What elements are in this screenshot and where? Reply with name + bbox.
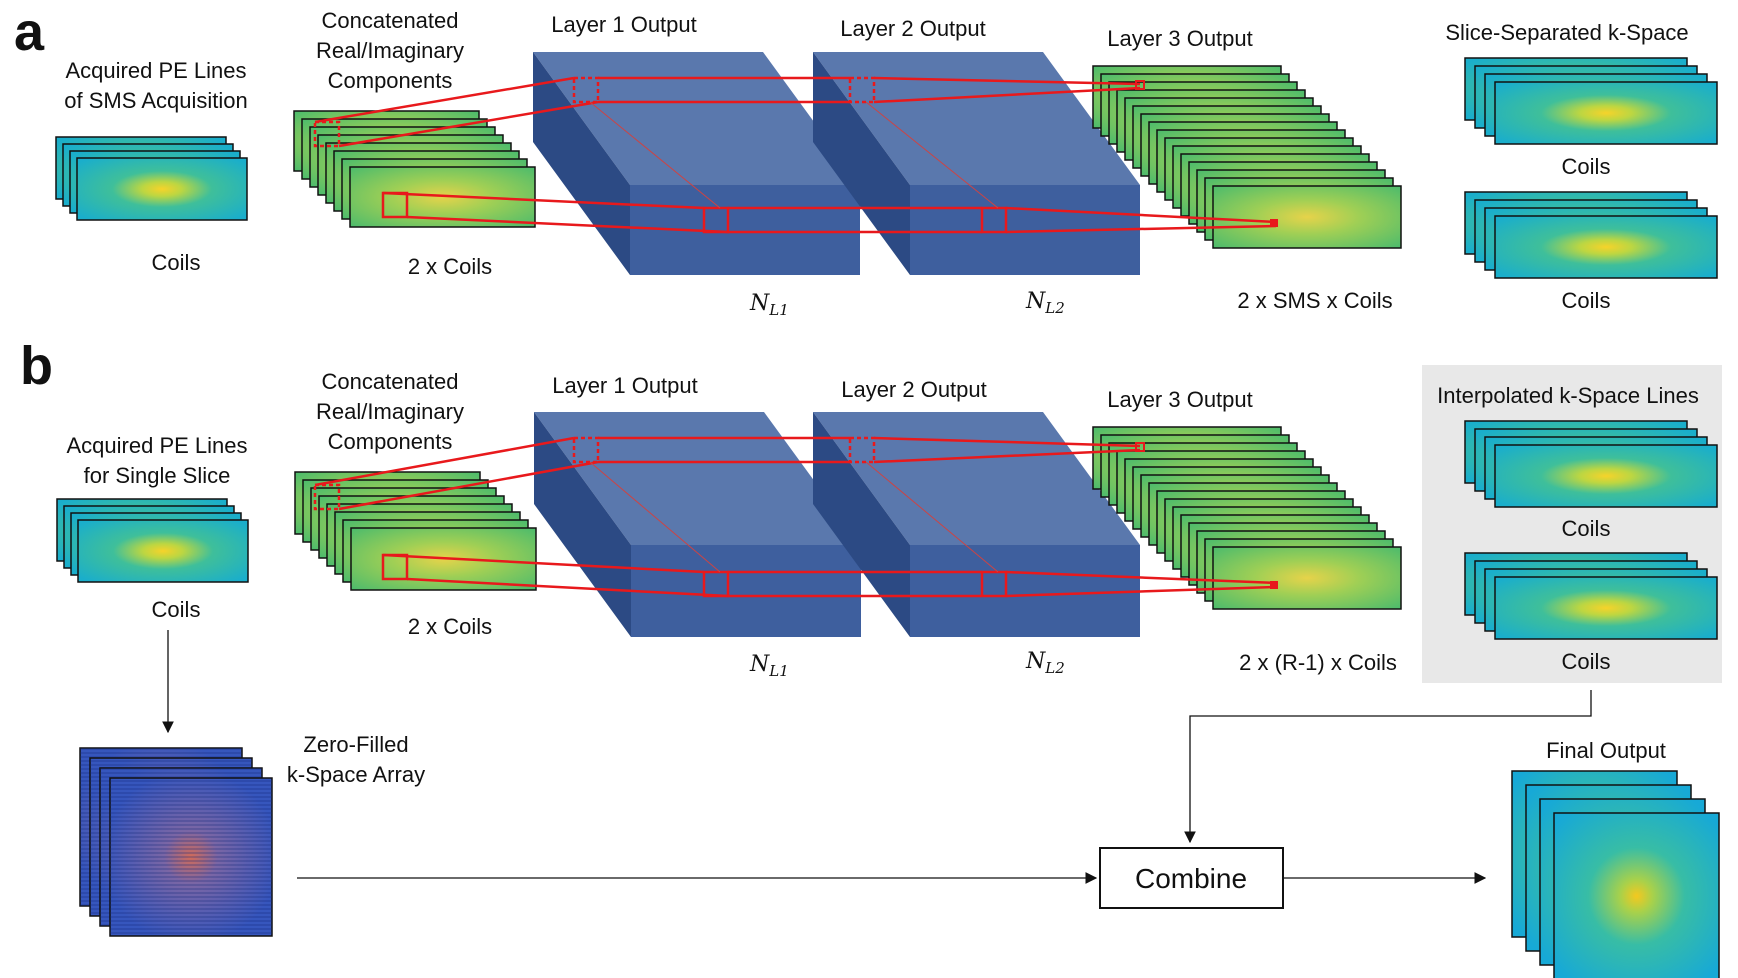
- panel-b-layer2-title: Layer 2 Output: [841, 377, 987, 402]
- panel-b-input-stack-plane: [77, 519, 249, 583]
- combine-block: Combine: [1099, 847, 1284, 909]
- panel-a-n1: NL1: [749, 291, 789, 319]
- panel-a-input-stack: [55, 136, 248, 221]
- panel-b-layer2-block: [813, 412, 1140, 637]
- panel-b-output-stack-2: [1464, 552, 1718, 640]
- panel-a-layer1-title: Layer 1 Output: [551, 12, 697, 37]
- panel-a-layer3-stack: [1092, 65, 1402, 249]
- panel-b-output-stack-2-plane: [1494, 576, 1718, 640]
- panel-b-output-label-2: Coils: [1562, 649, 1611, 674]
- panel-a-layer3-stack-plane: [1212, 185, 1402, 249]
- panel-a-output-stack-1-plane: [1494, 81, 1718, 145]
- panel-b-output-stack-1: [1464, 420, 1718, 508]
- panel-a-input-stack-plane: [76, 157, 248, 221]
- panel-b-zero-filled-stack-plane-stripes: [110, 778, 272, 936]
- panel-b-output-pixel: [1270, 581, 1278, 589]
- panel-b-output-title: Interpolated k-Space Lines: [1437, 383, 1699, 408]
- panel-a-layer2-title: Layer 2 Output: [840, 16, 986, 41]
- panel-b-layer3-stack-plane: [1212, 546, 1402, 610]
- panel-a-red-connections: [313, 76, 1277, 234]
- panel-b-layer1-title: Layer 1 Output: [552, 373, 698, 398]
- panel-b-output-label-1: Coils: [1562, 516, 1611, 541]
- panel-a-input-title-2: of SMS Acquisition: [64, 88, 247, 113]
- panel-a-layer3-label: 2 x SMS x Coils: [1237, 288, 1392, 313]
- panel-b-layer3-stack: [1092, 426, 1402, 610]
- combine-label: Combine: [1135, 863, 1247, 894]
- panel-a-n2: NL2: [1025, 289, 1065, 317]
- panel-b-final-output-stack: [1511, 770, 1720, 978]
- panel-b-final-output-stack-plane: [1553, 812, 1720, 978]
- panel-a-input-label: Coils: [152, 250, 201, 275]
- panel-a-output-pixel: [1270, 219, 1278, 227]
- panel-b-concat-title-2: Real/Imaginary: [316, 399, 464, 424]
- panel-a-output-stack-2: [1464, 191, 1718, 279]
- panel-a-concat-stack: [293, 110, 536, 228]
- panel-b-output-pixel-back: [1135, 442, 1145, 452]
- panel-b-zero-filled-title-2: k-Space Array: [287, 762, 425, 787]
- panel-a-output-label-2: Coils: [1562, 288, 1611, 313]
- panel-a-output-title: Slice-Separated k-Space: [1445, 20, 1688, 45]
- panel-b-n1: NL1: [749, 652, 789, 680]
- panel-b-layer1-block: [534, 412, 861, 637]
- panel-b-zero-filled-stack: [79, 747, 273, 937]
- panel-b-concat-title-1: Concatenated: [322, 369, 459, 394]
- panel-a-concat-label: 2 x Coils: [408, 254, 492, 279]
- panel-a-concat-title-3: Components: [328, 68, 453, 93]
- panel-b-n2: NL2: [1025, 649, 1065, 677]
- panel-a-input-title-1: Acquired PE Lines: [66, 58, 247, 83]
- panel-b-concat-title-3: Components: [328, 429, 453, 454]
- panel-b-layer3-label: 2 x (R-1) x Coils: [1239, 650, 1397, 675]
- panel-b-red-connections: [313, 436, 1277, 598]
- panel-b-concat-stack: [294, 471, 537, 591]
- panel-b-input-title-2: for Single Slice: [84, 463, 231, 488]
- panel-a-output-stack-1: [1464, 57, 1718, 145]
- panel-b-input-title-1: Acquired PE Lines: [67, 433, 248, 458]
- panel-b-input-label: Coils: [152, 597, 201, 622]
- panel-a-letter: a: [14, 2, 45, 62]
- panel-b-concat-label: 2 x Coils: [408, 614, 492, 639]
- panel-a-concat-title-2: Real/Imaginary: [316, 38, 464, 63]
- panel-a-output-label-1: Coils: [1562, 154, 1611, 179]
- panel-b-zero-filled-title-1: Zero-Filled: [303, 732, 408, 757]
- panel-b-input-stack: [56, 498, 249, 583]
- panel-a-layer3-title: Layer 3 Output: [1107, 26, 1253, 51]
- panel-a-output-stack-2-plane: [1494, 215, 1718, 279]
- panel-a-layer2-block: [813, 52, 1140, 275]
- panel-a-concat-title-1: Concatenated: [322, 8, 459, 33]
- panel-a-output-pixel-back: [1135, 80, 1145, 90]
- arrow-interpolated-to-combine: [1184, 690, 1592, 844]
- panel-a-layer1-block: [533, 52, 860, 275]
- panel-b-layer3-title: Layer 3 Output: [1107, 387, 1253, 412]
- panel-b-final-output-title: Final Output: [1546, 738, 1666, 763]
- panel-b-output-stack-1-plane: [1494, 444, 1718, 508]
- panel-b-letter: b: [20, 336, 53, 396]
- panel-b: Acquired PE Lines for Single Slice Coils…: [56, 365, 1722, 978]
- panel-a: Acquired PE Lines of SMS Acquisition Coi…: [55, 8, 1718, 319]
